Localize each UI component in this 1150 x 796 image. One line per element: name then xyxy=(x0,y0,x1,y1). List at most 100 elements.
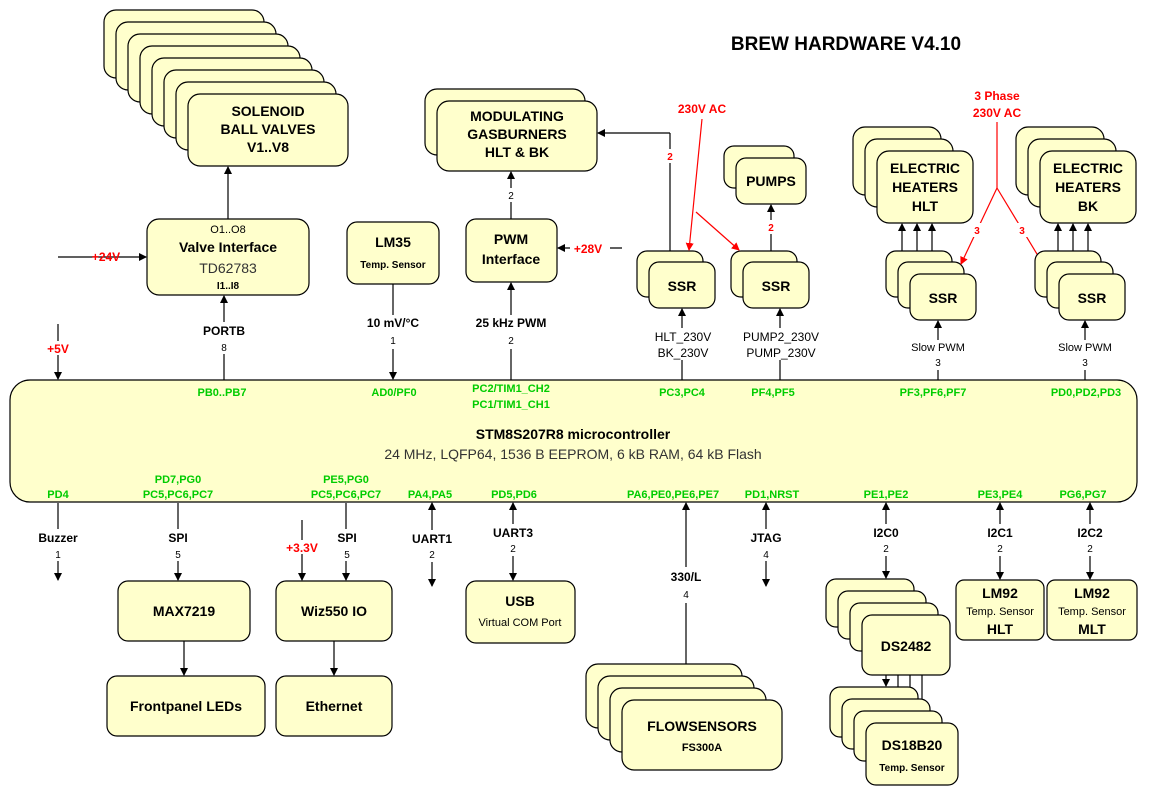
i2c1-count: 2 xyxy=(997,544,1003,555)
pin-i2c0: PE1,PE2 xyxy=(864,489,909,501)
mcu-block xyxy=(9,379,1138,503)
pump-count: 2 xyxy=(768,223,774,234)
flow-signal: 330/L xyxy=(671,570,702,584)
lm92-hlt-loc: HLT xyxy=(987,621,1014,637)
flowsensors-block xyxy=(621,699,783,771)
max-spi-label: SPI xyxy=(168,531,187,545)
pin-buzzer: PD4 xyxy=(47,489,69,501)
i2c2-label-bg xyxy=(1070,524,1110,556)
v5-label-bg xyxy=(40,341,76,355)
solenoid-line2: BALL VALVES xyxy=(221,121,316,137)
lm92-mlt-loc: MLT xyxy=(1078,621,1106,637)
ac230-label: 230V AC xyxy=(678,102,727,116)
heaters-bk-line3: BK xyxy=(1078,198,1098,214)
ac3-hlt-count-bg xyxy=(971,223,983,237)
max-spi-count: 5 xyxy=(175,550,181,561)
bk230-label: BK_230V xyxy=(658,346,709,360)
heaters-hlt-line3: HLT xyxy=(912,198,939,214)
pin-max-cs: PD7,PG0 xyxy=(155,474,201,486)
valve-if-inputs: I1..I8 xyxy=(217,281,240,292)
flow-label-bg xyxy=(660,567,712,603)
v33-label: +3.3V xyxy=(286,541,318,555)
i2c2-label: I2C2 xyxy=(1077,526,1103,540)
pin-max-spi: PC5,PC6,PC7 xyxy=(143,489,213,501)
gas-ssr-label: SSR xyxy=(668,278,697,294)
bk-ssr-label: SSR xyxy=(1078,290,1107,306)
gasburners-line1: MODULATING xyxy=(470,108,564,124)
diagram-title: BREW HARDWARE V4.10 xyxy=(731,34,961,55)
gas-ssr-count-bg xyxy=(664,149,676,163)
v5-label: +5V xyxy=(47,342,69,356)
pump2-label: PUMP2_230V xyxy=(743,330,819,344)
ac3-bk-count: 3 xyxy=(1019,226,1025,237)
mcu-name: STM8S207R8 microcontroller xyxy=(476,426,671,442)
pwm-gas-count-bg xyxy=(504,188,518,202)
ac-to-pump-ssr-arrow xyxy=(695,211,740,251)
pwm-count: 2 xyxy=(508,336,514,347)
hlt-slowpwm-bg xyxy=(902,340,974,370)
heaters-bk-line2: HEATERS xyxy=(1055,179,1121,195)
pump-ssr-label: SSR xyxy=(762,278,791,294)
uart3-label-bg xyxy=(485,524,541,556)
v24-label: +24V xyxy=(92,250,120,264)
jtag-label-bg xyxy=(744,529,788,561)
i2c0-label: I2C0 xyxy=(873,526,899,540)
gasburners-line2: GASBURNERS xyxy=(467,126,567,142)
pin-portb: PB0..PB7 xyxy=(198,387,247,399)
heaters-hlt-line2: HEATERS xyxy=(892,179,958,195)
pin-hlt-ssr: PF3,PF6,PF7 xyxy=(900,387,967,399)
i2c2-count: 2 xyxy=(1087,544,1093,555)
lm92-hlt-block xyxy=(955,579,1045,641)
wiz550-label: Wiz550 IO xyxy=(301,603,367,619)
heaters-bk-line1: ELECTRIC xyxy=(1053,160,1123,176)
pwm-if-line2: Interface xyxy=(482,251,541,267)
ds18b20-label: DS18B20 xyxy=(882,737,943,753)
pin-wiz-cs: PE5,PG0 xyxy=(323,474,369,486)
bk-slowpwm-count: 3 xyxy=(1082,358,1088,369)
pump-count-bg xyxy=(765,220,777,234)
pin-i2c2: PG6,PG7 xyxy=(1059,489,1106,501)
flow-count: 4 xyxy=(683,590,689,601)
i2c1-label-bg xyxy=(980,524,1020,556)
jtag-count: 4 xyxy=(763,550,769,561)
pump-ssr-label-bg xyxy=(736,328,824,360)
buzzer-count: 1 xyxy=(55,550,61,561)
gas-ssr-label-bg xyxy=(642,328,724,360)
ethernet-label: Ethernet xyxy=(306,698,363,714)
buzzer-label: Buzzer xyxy=(38,531,78,545)
hlt-ssr-label: SSR xyxy=(929,290,958,306)
ac3-hlt-count: 3 xyxy=(974,226,980,237)
lm35-block xyxy=(346,221,440,285)
uart1-label: UART1 xyxy=(412,532,452,546)
pin-adc: AD0/PF0 xyxy=(371,387,416,399)
i2c0-count: 2 xyxy=(883,544,889,555)
ac3-bk-count-bg xyxy=(1016,223,1028,237)
solenoid-line1: SOLENOID xyxy=(231,103,304,119)
pin-pump-ssr: PF4,PF5 xyxy=(751,387,794,399)
pump-label: PUMP_230V xyxy=(746,346,815,360)
ds18b20-block xyxy=(865,722,959,786)
lm92-hlt-sub: Temp. Sensor xyxy=(966,606,1034,618)
pin-i2c1: PE3,PE4 xyxy=(978,489,1024,501)
i2c0-label-bg xyxy=(866,524,906,556)
jtag-label: JTAG xyxy=(750,531,781,545)
pin-tim-ch1: PC1/TIM1_CH1 xyxy=(472,399,550,411)
uart3-label: UART3 xyxy=(493,526,533,540)
mcu-specs: 24 MHz, LQFP64, 1536 B EEPROM, 6 kB RAM,… xyxy=(384,446,761,462)
pwm-signal: 25 kHz PWM xyxy=(476,316,547,330)
ac3-label-line1: 3 Phase xyxy=(974,89,1020,103)
pumps-label: PUMPS xyxy=(746,173,796,189)
lm35-sub: Temp. Sensor xyxy=(360,260,425,271)
gas-ssr-count: 2 xyxy=(667,152,673,163)
portb-count: 8 xyxy=(221,343,227,354)
lm35-count: 1 xyxy=(390,336,396,347)
pwm-label-bg xyxy=(466,315,556,349)
v33-label-bg xyxy=(281,540,323,554)
frontpanel-leds-block xyxy=(106,675,266,737)
bk-slowpwm-bg xyxy=(1049,340,1121,370)
pin-bk-ssr: PD0,PD2,PD3 xyxy=(1051,387,1121,399)
gasburners-line3: HLT & BK xyxy=(485,144,549,160)
buzzer-label-bg xyxy=(30,529,86,561)
solenoid-valves-block xyxy=(187,93,349,167)
